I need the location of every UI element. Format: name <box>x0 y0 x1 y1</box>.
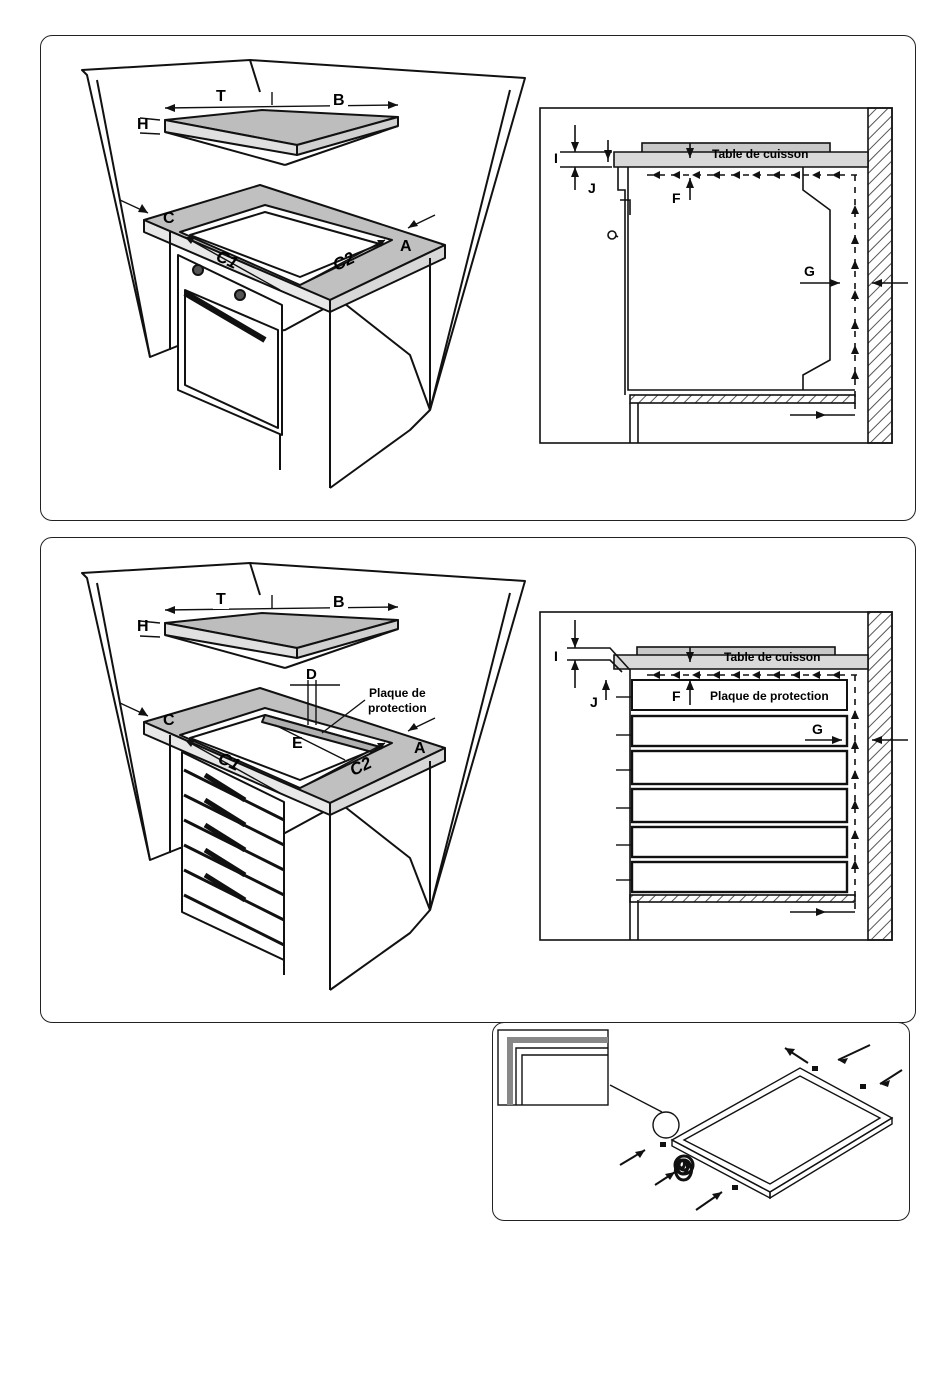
label-F: F <box>672 190 681 206</box>
label-C: C <box>163 210 175 228</box>
label-F: F <box>672 688 681 704</box>
label-I: I <box>554 648 558 664</box>
label-protection-plate-section: Plaque de protection <box>710 689 829 703</box>
label-I: I <box>554 150 558 166</box>
label-hob: Table de cuisson <box>724 650 820 664</box>
label-H: H <box>137 618 149 636</box>
label-A: A <box>414 740 426 758</box>
label-G: G <box>804 263 815 279</box>
label-C: C <box>163 712 175 730</box>
label-G: G <box>812 721 823 737</box>
panel-drawer-installation <box>40 537 916 1023</box>
panel-oven-installation <box>40 35 916 521</box>
label-J: J <box>590 694 598 710</box>
label-T: T <box>213 88 229 106</box>
label-A: A <box>400 238 412 256</box>
label-J: J <box>588 180 596 196</box>
panel-seal-application <box>492 1022 910 1221</box>
label-B: B <box>330 594 348 612</box>
label-B: B <box>330 92 348 110</box>
label-protection-plate: Plaque de protection <box>368 686 427 716</box>
label-hob: Table de cuisson <box>712 147 808 161</box>
label-D: D <box>306 666 317 683</box>
label-E: E <box>292 735 303 753</box>
label-T: T <box>213 591 229 609</box>
label-H: H <box>137 116 149 134</box>
